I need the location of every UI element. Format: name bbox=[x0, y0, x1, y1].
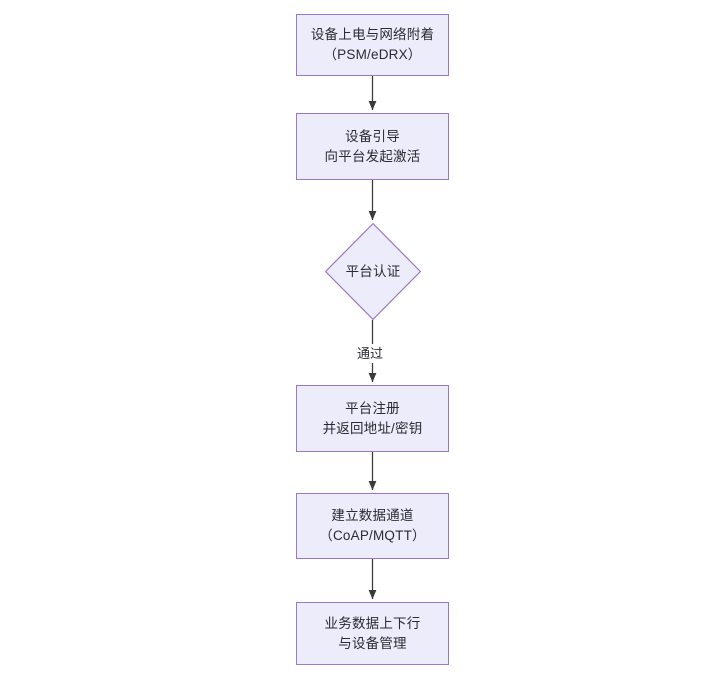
edge-label-pass: 通过 bbox=[355, 344, 386, 363]
node-platform-auth[interactable]: 平台认证 bbox=[325, 223, 421, 320]
node-bootstrap[interactable]: 设备引导 向平台发起激活 bbox=[296, 113, 449, 180]
node-power-on[interactable]: 设备上电与网络附着 （PSM/eDRX） bbox=[296, 14, 449, 76]
node-platform-auth-label: 平台认证 bbox=[345, 263, 401, 279]
node-platform-register-label: 平台注册 并返回地址/密钥 bbox=[322, 400, 423, 436]
node-bootstrap-label: 设备引导 向平台发起激活 bbox=[324, 128, 421, 164]
node-data-channel-label: 建立数据通道 （CoAP/MQTT） bbox=[319, 508, 426, 543]
node-service-data-label: 业务数据上下行 与设备管理 bbox=[324, 615, 421, 651]
node-service-data[interactable]: 业务数据上下行 与设备管理 bbox=[296, 602, 449, 665]
node-power-on-label: 设备上电与网络附着 （PSM/eDRX） bbox=[310, 27, 435, 62]
node-data-channel[interactable]: 建立数据通道 （CoAP/MQTT） bbox=[296, 493, 449, 559]
diamond-shape bbox=[325, 223, 421, 320]
node-platform-register[interactable]: 平台注册 并返回地址/密钥 bbox=[296, 385, 449, 452]
